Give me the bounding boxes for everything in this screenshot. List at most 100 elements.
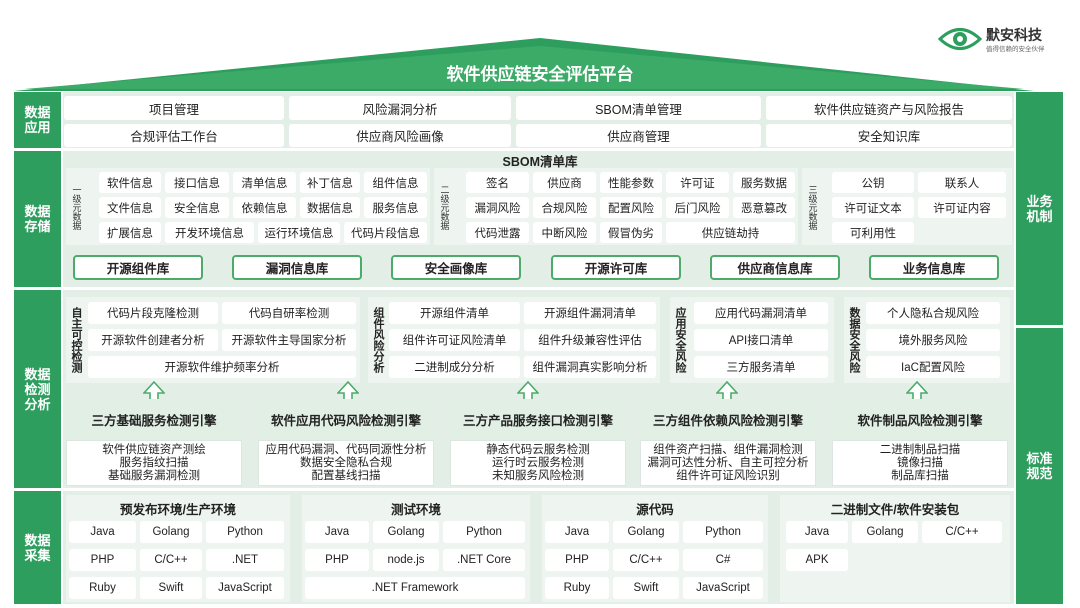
lib-supplier[interactable]: 供应商信息库 [710,255,840,280]
lib-open-source-license[interactable]: 开源许可库 [551,255,681,280]
engine-desc-line: 镜像扫描 [897,456,943,469]
app-card[interactable]: 风险漏洞分析 [289,96,511,120]
app-card[interactable]: 供应商管理 [516,124,761,147]
detect-item: 开源软件创建者分析 [88,329,218,351]
level3-label: 三级元数据 [807,184,818,230]
detect-item: 组件许可证风险清单 [389,329,520,351]
label-data-detect: 数据检测分析 [14,290,61,488]
detect-item: 代码片段克隆检测 [88,302,218,324]
metadata-item: 清单信息 [233,172,296,193]
metadata-item: 配置风险 [600,197,662,218]
level1-label: 一级元数据 [71,184,82,230]
lang-item: Golang [140,521,202,543]
lang-item: C/C++ [140,549,202,571]
lang-item: APK [786,549,848,571]
collect-title: 源代码 [636,502,674,517]
label-data-storage: 数据存储 [14,151,61,287]
collect-title: 预发布环境/生产环境 [120,502,236,517]
metadata-item: 扩展信息 [99,222,161,243]
lang-item: Golang [852,521,918,543]
logo: 默安科技 值得信赖的安全伙伴 [938,22,1078,58]
lang-item: Java [305,521,369,543]
metadata-item: 组件信息 [364,172,427,193]
lib-security-profile[interactable]: 安全画像库 [391,255,521,280]
app-card[interactable]: 软件供应链资产与风险报告 [766,96,1012,120]
detect-item: 组件漏洞真实影响分析 [524,356,656,378]
lang-item: JavaScript [206,577,284,599]
lang-item: C/C++ [613,549,679,571]
engine-title: 三方产品服务接口检测引擎 [450,399,626,439]
lang-item: Golang [613,521,679,543]
metadata-item: 假冒伪劣 [600,222,662,243]
lang-item: C# [683,549,763,571]
engine-title: 三方基础服务检测引擎 [66,399,242,439]
metadata-item: 供应商 [533,172,596,193]
metadata-item: 文件信息 [99,197,161,218]
app-card[interactable]: 合规评估工作台 [64,124,284,147]
lang-item: Swift [613,577,679,599]
label-business: 业务机制 [1016,92,1063,325]
engine-desc: 组件资产扫描、组件漏洞检测 漏洞可达性分析、自主可控分析 组件许可证风险识别 [640,440,816,486]
detect-item: 开源组件漏洞清单 [524,302,656,324]
lib-vulnerability[interactable]: 漏洞信息库 [232,255,362,280]
metadata-item: 合规风险 [533,197,596,218]
metadata-item: 许可证文本 [832,197,914,218]
engine-desc-line: 配置基线扫描 [311,469,381,482]
lang-item: PHP [69,549,136,571]
engine-desc-line: 静态代码云服务检测 [486,443,590,456]
metadata-item: 数据信息 [300,197,360,218]
metadata-item: 中断风险 [533,222,596,243]
group-label: 数据安全风险 [848,307,860,373]
app-card[interactable]: 安全知识库 [766,124,1012,147]
group-label: 组件风险分析 [372,307,384,373]
engine-desc-line: 服务指纹扫描 [119,456,189,469]
engine-title: 软件制品风险检测引擎 [832,399,1008,439]
lang-item: PHP [305,549,369,571]
logo-slogan: 值得信赖的安全伙伴 [986,46,1045,53]
detect-item: 个人隐私合规风险 [866,302,1000,324]
lang-item: Ruby [69,577,136,599]
detect-item: 开源软件维护频率分析 [88,356,356,378]
metadata-item: 后门风险 [666,197,729,218]
engine-desc-line: 应用代码漏洞、代码同源性分析 [265,443,427,456]
engine-desc-line: 运行时云服务检测 [492,456,584,469]
lang-item: Java [786,521,848,543]
detect-item: 三方服务清单 [694,356,828,378]
detect-item: 应用代码漏洞清单 [694,302,828,324]
metadata-item: 软件信息 [99,172,161,193]
app-card[interactable]: 项目管理 [64,96,284,120]
detect-item: API接口清单 [694,329,828,351]
detect-item: 二进制成分分析 [389,356,520,378]
lang-item: JavaScript [683,577,763,599]
roof [14,38,1034,91]
lib-open-source-component[interactable]: 开源组件库 [73,255,203,280]
label-standard: 标准规范 [1016,328,1063,604]
detect-item: IaC配置风险 [866,356,1000,378]
lang-item: Java [545,521,609,543]
app-card[interactable]: SBOM清单管理 [516,96,761,120]
engine-desc-line: 二进制制品扫描 [879,443,961,456]
metadata-item: 服务数据 [733,172,795,193]
lib-business[interactable]: 业务信息库 [869,255,999,280]
label-data-app: 数据应用 [14,92,61,148]
app-card[interactable]: 供应商风险画像 [289,124,511,147]
engine-desc-line: 组件资产扫描、组件漏洞检测 [653,443,803,456]
metadata-item: 代码片段信息 [344,222,427,243]
metadata-item: 代码泄露 [466,222,529,243]
lang-item: .NET Core [443,549,525,571]
collect-title: 测试环境 [390,502,441,517]
engine-desc-line: 软件供应链资产测绘 [102,443,206,456]
metadata-item: 恶意篡改 [733,197,795,218]
metadata-item: 许可证 [666,172,729,193]
metadata-item: 运行环境信息 [258,222,340,243]
metadata-item: 性能参数 [600,172,662,193]
metadata-item: 可利用性 [832,222,914,243]
lang-item: .NET Framework [305,577,525,599]
detect-item: 代码自研率检测 [222,302,356,324]
collect-group-binary [780,495,1010,602]
metadata-item: 依赖信息 [233,197,296,218]
metadata-item: 接口信息 [165,172,229,193]
lang-item: Python [206,521,284,543]
engine-title: 软件应用代码风险检测引擎 [258,399,434,439]
lang-item: node.js [373,549,439,571]
